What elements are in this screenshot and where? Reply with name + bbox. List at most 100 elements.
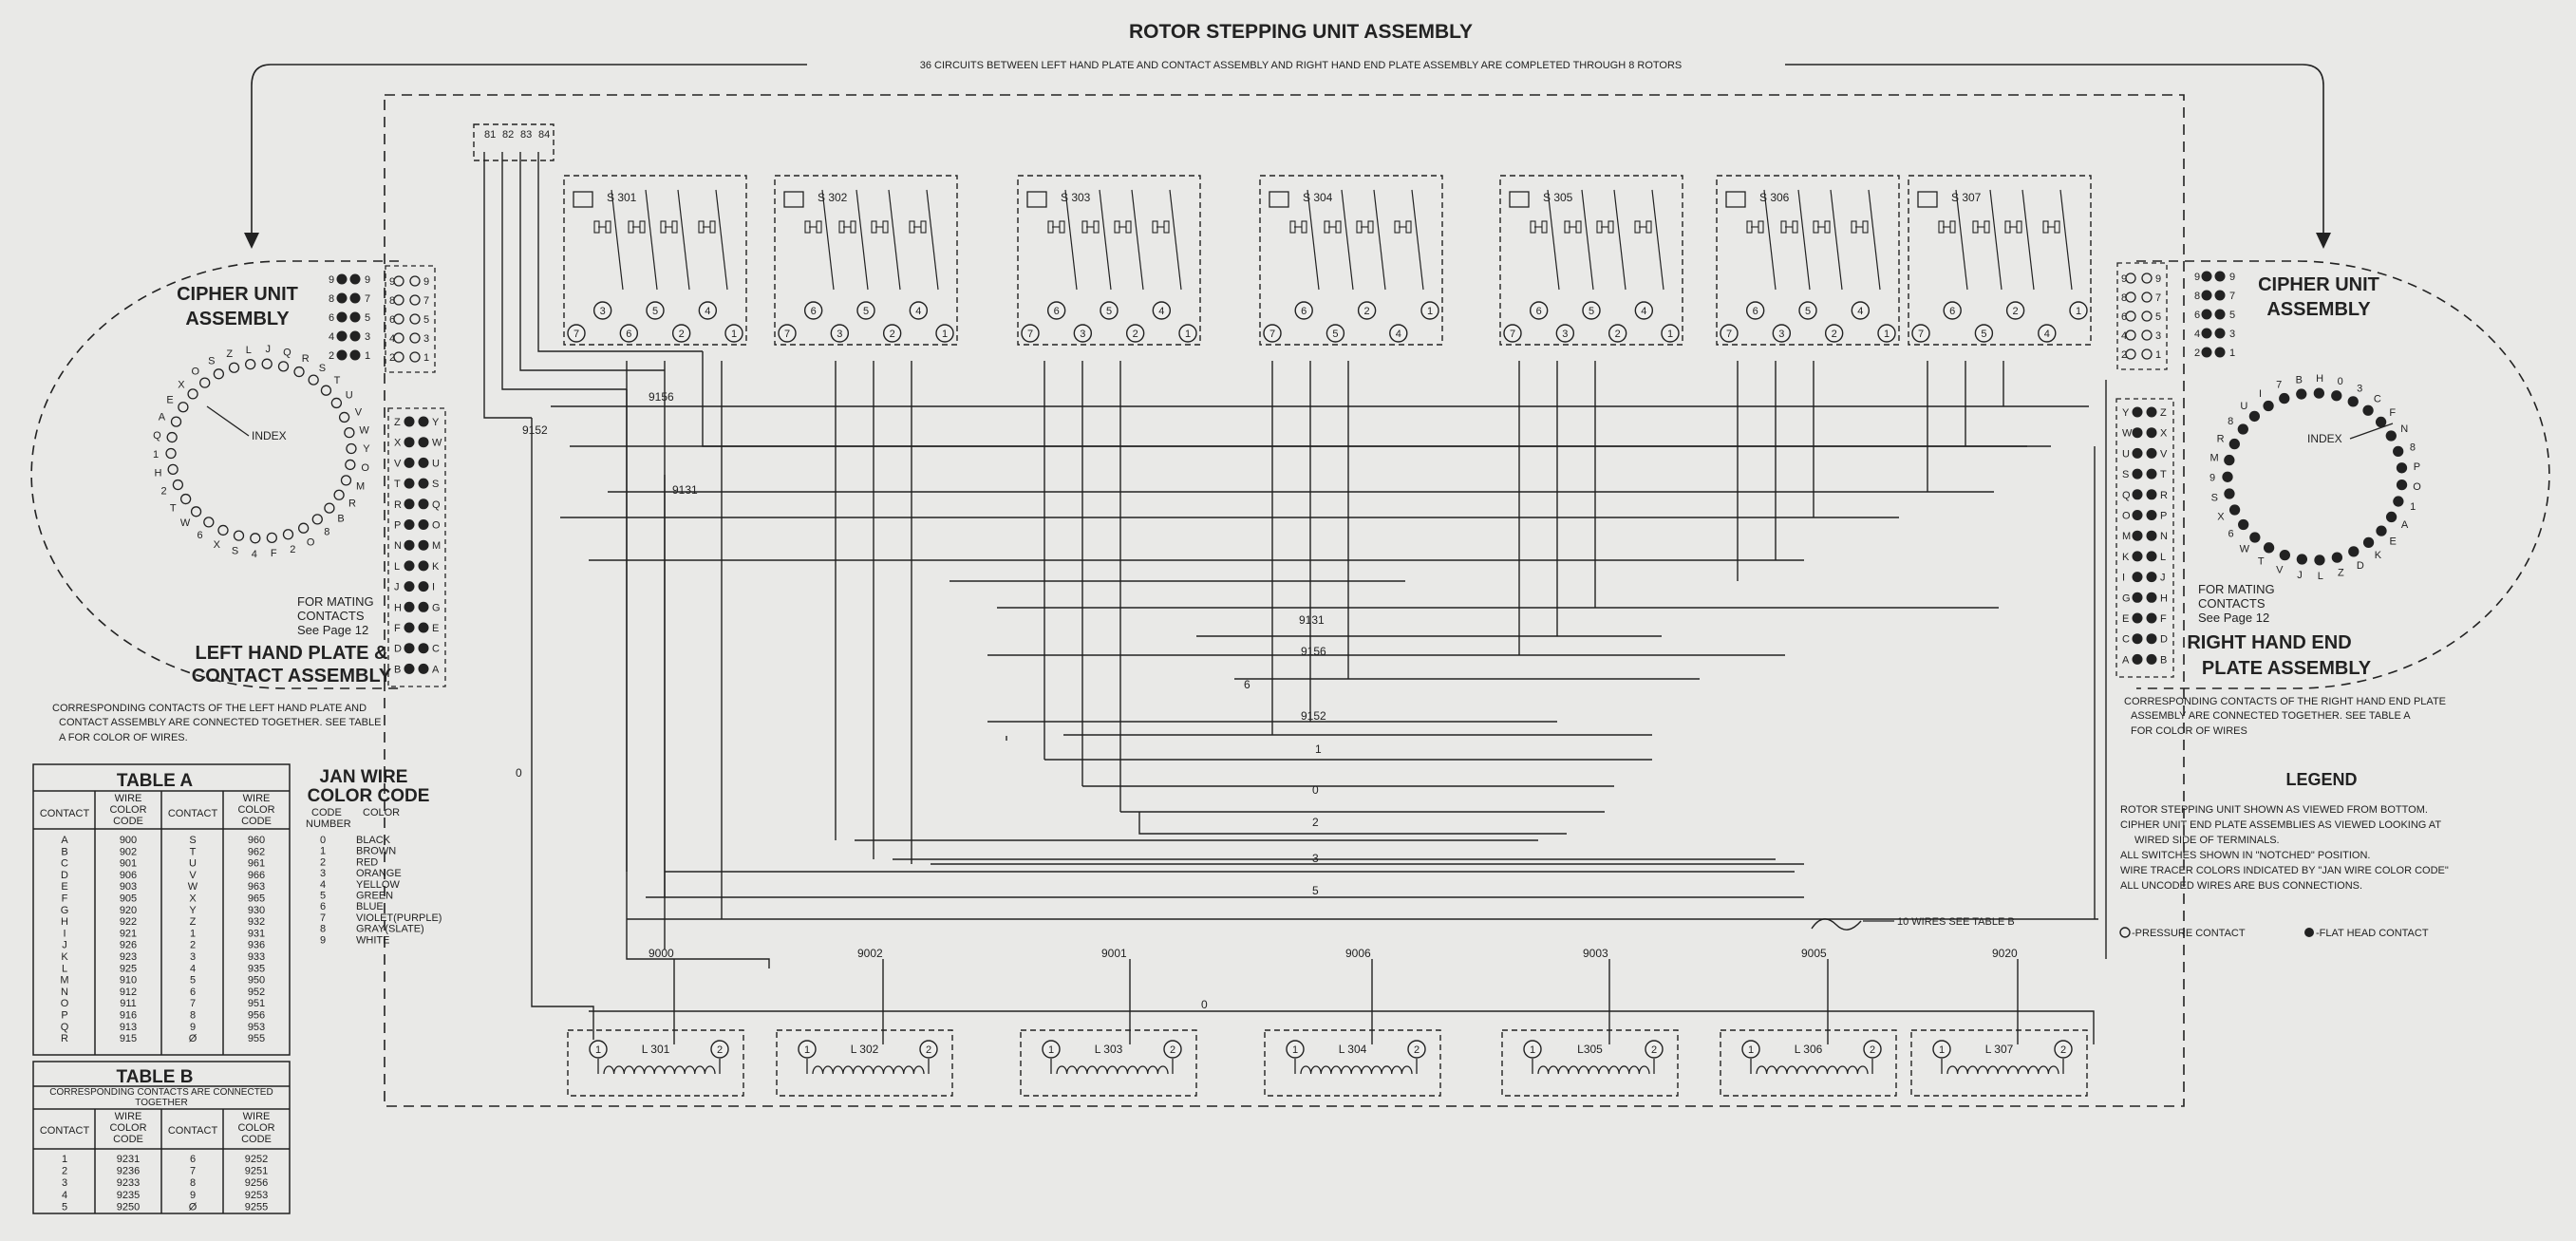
- flat-head-contact: [349, 330, 361, 342]
- flat-head-contact: [404, 560, 415, 572]
- table-a-cell: 911: [120, 998, 137, 1009]
- table-a-cell: 952: [248, 987, 265, 998]
- flat-head-contact: [418, 519, 429, 530]
- switch-terminal: [1745, 301, 1765, 320]
- switch-terminal-label: 5: [1981, 329, 1986, 340]
- flat-head-contact: [2132, 427, 2143, 439]
- switch-terminal-label: 6: [1301, 306, 1307, 317]
- left-index-label: INDEX: [252, 429, 287, 442]
- table-a-cell: F: [62, 893, 68, 905]
- switch-terminal-label: 5: [1332, 329, 1338, 340]
- contact-label: 5: [2155, 311, 2161, 323]
- table-b-head-2: WIRE COLOR CODE: [109, 1111, 147, 1145]
- switch-arm: [1411, 189, 1424, 291]
- wire-label: 3: [1312, 852, 1319, 865]
- wire-label: 9152: [1301, 709, 1326, 723]
- ring-label: 8: [324, 526, 329, 537]
- wire-label: 9131: [672, 483, 698, 497]
- table-a-cell: 3: [190, 951, 196, 963]
- jan-head-number: NUMBER: [306, 818, 351, 830]
- switch-outline: [1908, 175, 2092, 346]
- table-a-cell: 925: [120, 963, 137, 974]
- switch-terminal-label: 4: [2044, 329, 2050, 340]
- jan-color-name: BLACK: [356, 835, 391, 846]
- flat-head-contact: [2132, 510, 2143, 520]
- switch-terminal: [1178, 324, 1197, 343]
- flat-head-contact: [349, 292, 361, 304]
- ring-contact: [266, 532, 277, 543]
- ring-contact: [261, 358, 273, 369]
- ring-label: O: [191, 367, 199, 378]
- left-note-1: CORRESPONDING CONTACTS OF THE LEFT HAND …: [52, 703, 367, 714]
- coil-terminal: [1523, 1040, 1542, 1059]
- ring-label: A: [159, 412, 166, 423]
- wire-label: 6: [1244, 678, 1250, 691]
- switch-flag-icon: [1509, 191, 1530, 208]
- contact-label: 8: [2121, 292, 2127, 304]
- switch-terminal-label: 5: [652, 306, 658, 317]
- switch-terminal: [1943, 301, 1962, 320]
- flat-head-contact: [418, 457, 429, 468]
- ring-contact: [2393, 496, 2404, 507]
- contact-label: 4: [329, 331, 334, 343]
- coil-terminal: [1741, 1040, 1760, 1059]
- contact-label: 4: [2194, 329, 2200, 340]
- flat-head-contact: [418, 622, 429, 633]
- pressure-contact: [2141, 291, 2153, 303]
- ring-contact: [2348, 546, 2360, 557]
- switch-terminal-label: 2: [1364, 306, 1370, 317]
- table-a-cell: C: [61, 858, 68, 870]
- flat-head-contact: [404, 663, 415, 674]
- contact-label: T: [2160, 469, 2167, 480]
- flat-head-contact: [349, 273, 361, 285]
- switch-terminal-label: 2: [1615, 329, 1621, 340]
- coil-winding: [1532, 1059, 1655, 1075]
- contact-label: 3: [423, 333, 429, 345]
- contact-label: 9: [2121, 273, 2127, 285]
- contact-label: B: [394, 664, 401, 675]
- flat-head-contact: [2132, 406, 2143, 418]
- ring-contact: [2228, 438, 2240, 450]
- flat-head-contact: [2146, 612, 2157, 624]
- flat-head-contact: [2132, 551, 2143, 562]
- table-a-cell: 910: [120, 975, 137, 987]
- coil-terminal-label: 1: [1530, 1044, 1535, 1056]
- table-a-head-4-wrap: WIRE COLOR CODE: [237, 793, 274, 827]
- ring-label: U: [2240, 401, 2247, 412]
- table-b-cell: 9252: [245, 1154, 268, 1165]
- jan-color-name: WHITE: [356, 934, 389, 946]
- ring-contact: [311, 514, 323, 525]
- pressure-contact: [409, 332, 421, 344]
- contact-label: Y: [432, 417, 440, 428]
- switch-label: S 303: [1061, 191, 1091, 204]
- contact-label: R: [2160, 490, 2168, 501]
- coil-terminal: [1163, 1040, 1182, 1059]
- contact-label: 7: [365, 293, 370, 305]
- switch-arm: [1763, 189, 1777, 291]
- coil-terminal-label: 1: [1048, 1044, 1054, 1056]
- table-a-cell: M: [60, 975, 68, 987]
- ring-contact: [167, 463, 179, 476]
- bus-label-82: 82: [502, 129, 514, 141]
- table-a-cell: 951: [248, 998, 265, 1009]
- switch-outline: [1017, 175, 1201, 346]
- contact-label: 1: [2155, 349, 2161, 361]
- coil-wire-label: 9003: [1583, 947, 1608, 960]
- ring-label: X: [214, 539, 221, 551]
- coil-terminal-label: 2: [1870, 1044, 1875, 1056]
- ring-contact: [282, 529, 294, 540]
- table-b-head-4-wrap: WIRE COLOR CODE: [237, 1111, 274, 1145]
- flat-head-contact: [349, 349, 361, 361]
- coil-winding: [1941, 1059, 2064, 1075]
- ring-label: Z: [2338, 568, 2344, 579]
- contact-label: F: [2160, 613, 2167, 625]
- right-index-label: INDEX: [2307, 432, 2342, 445]
- contact-label: 8: [2194, 291, 2200, 302]
- flat-head-contact: [336, 349, 348, 361]
